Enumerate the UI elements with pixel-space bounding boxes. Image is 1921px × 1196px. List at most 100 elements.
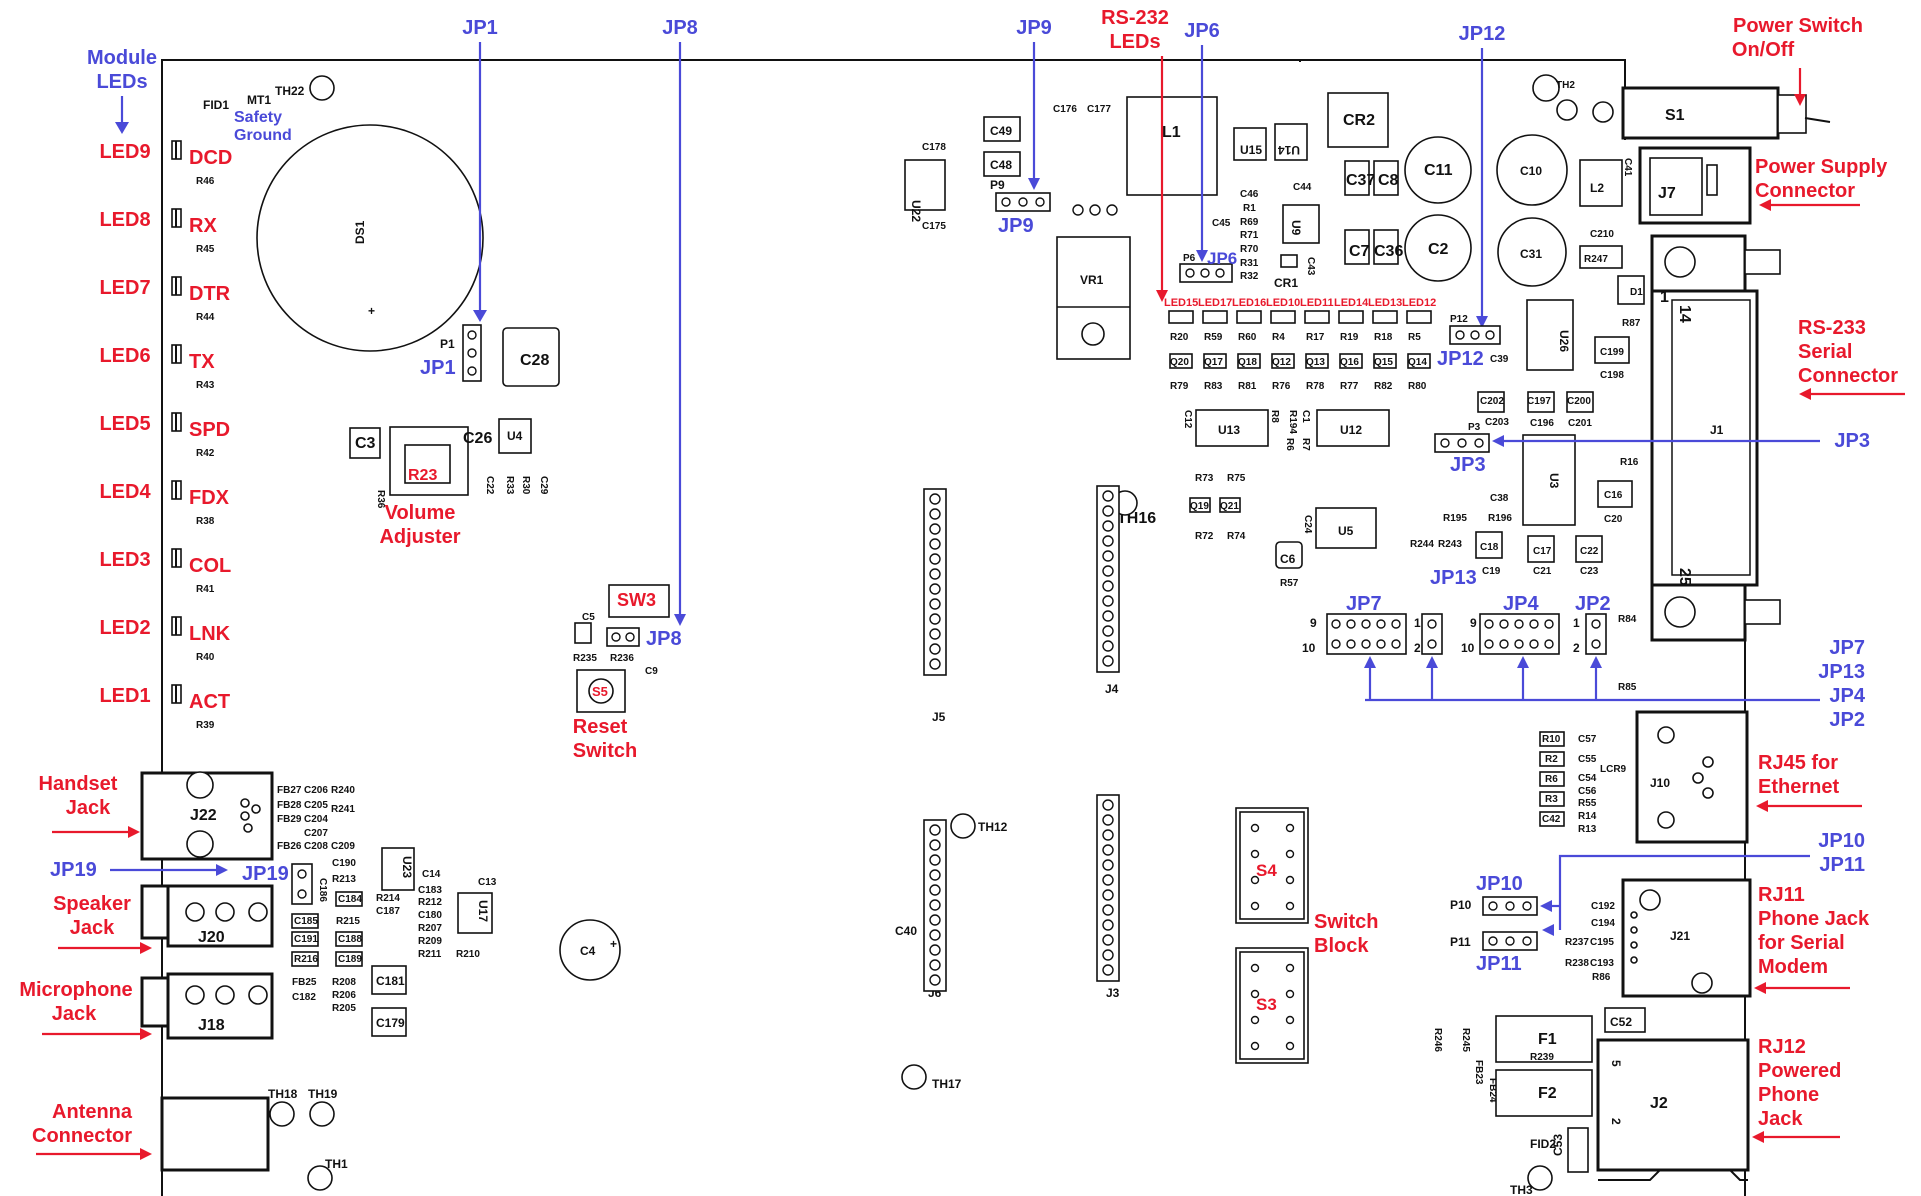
svg-text:On/Off: On/Off xyxy=(1732,39,1795,61)
svg-text:F1: F1 xyxy=(1538,1031,1557,1048)
svg-text:C24: C24 xyxy=(1302,515,1313,534)
svg-text:1: 1 xyxy=(1414,616,1421,630)
upper-center-ics: U15 U14 CR2 C46 R1 R69 R71 R70 R31 R32 C… xyxy=(1212,92,1389,290)
led-function: COL xyxy=(189,555,231,577)
svg-text:Handset: Handset xyxy=(39,773,118,795)
svg-text:R208: R208 xyxy=(332,977,356,988)
svg-text:C177: C177 xyxy=(1087,104,1111,115)
svg-text:RS-232: RS-232 xyxy=(1101,7,1169,29)
svg-text:J1: J1 xyxy=(1710,423,1724,437)
c4-capacitor: C4 + xyxy=(559,919,621,981)
svg-text:C22: C22 xyxy=(1580,546,1599,557)
svg-text:U22: U22 xyxy=(909,200,923,222)
handset-jack: Handset Jack J22 FB27 FB28 FB29 FB26 C20… xyxy=(39,771,355,861)
svg-text:R2: R2 xyxy=(1545,754,1558,765)
led-name: LED1 xyxy=(99,685,150,707)
led-name: LED8 xyxy=(99,209,150,231)
ds1-buzzer: DS1 + xyxy=(256,124,484,352)
svg-text:C36: C36 xyxy=(1374,243,1403,260)
rs232-q-resistor: R76 xyxy=(1272,381,1291,392)
svg-text:C5: C5 xyxy=(582,612,595,623)
svg-text:C54: C54 xyxy=(1578,773,1597,784)
svg-text:LEDs: LEDs xyxy=(96,71,147,93)
svg-text:R215: R215 xyxy=(336,916,360,927)
header-j6 xyxy=(923,819,947,992)
led-resistor: R43 xyxy=(196,380,215,391)
svg-text:JP12: JP12 xyxy=(1459,23,1506,45)
svg-text:CR1: CR1 xyxy=(1274,276,1298,290)
rs233-serial-connector: D1 R87 1 14 25 13 J1 RS-233 Serial Conne… xyxy=(1617,234,1905,642)
svg-text:R16: R16 xyxy=(1620,457,1639,468)
svg-text:C53: C53 xyxy=(1551,1134,1565,1156)
led-function: SPD xyxy=(189,419,230,441)
svg-text:C201: C201 xyxy=(1568,418,1592,429)
svg-text:C6: C6 xyxy=(1280,552,1296,566)
svg-text:10: 10 xyxy=(1302,641,1316,655)
svg-text:C56: C56 xyxy=(1578,786,1597,797)
svg-text:RJ45 for: RJ45 for xyxy=(1758,752,1838,774)
svg-text:L1: L1 xyxy=(1162,124,1181,141)
svg-text:Modem: Modem xyxy=(1758,956,1828,978)
svg-text:J2: J2 xyxy=(1650,1095,1668,1112)
switch-block: S4 S3 Switch Block xyxy=(1235,807,1378,1064)
svg-text:R6: R6 xyxy=(1545,774,1558,785)
svg-text:J21: J21 xyxy=(1670,929,1690,943)
rs232-resistor: R59 xyxy=(1204,332,1223,343)
header-j5 xyxy=(923,488,947,676)
svg-text:C182: C182 xyxy=(292,992,316,1003)
pin-headers: TH16 J5 J4 TH12 C40 J6 J3 TH17 xyxy=(895,485,1156,1091)
svg-text:C204: C204 xyxy=(304,814,328,825)
svg-text:C199: C199 xyxy=(1600,347,1624,358)
svg-text:Phone: Phone xyxy=(1758,1084,1819,1106)
svg-text:C2: C2 xyxy=(1428,241,1449,258)
svg-text:+: + xyxy=(368,304,375,318)
svg-text:JP7: JP7 xyxy=(1829,637,1865,659)
svg-text:14: 14 xyxy=(1676,305,1693,323)
svg-text:C188: C188 xyxy=(338,934,362,945)
svg-text:R196: R196 xyxy=(1488,513,1512,524)
svg-text:R1: R1 xyxy=(1243,203,1256,214)
svg-text:JP13: JP13 xyxy=(1430,567,1477,589)
svg-text:FB28: FB28 xyxy=(277,800,302,811)
svg-text:R8: R8 xyxy=(1269,410,1280,423)
led-name: LED3 xyxy=(99,549,150,571)
svg-text:C14: C14 xyxy=(422,869,441,880)
svg-text:Ground: Ground xyxy=(234,127,292,144)
svg-text:F2: F2 xyxy=(1538,1085,1557,1102)
svg-text:C196: C196 xyxy=(1530,418,1554,429)
svg-text:R72: R72 xyxy=(1195,531,1214,542)
svg-text:JP3: JP3 xyxy=(1834,430,1870,452)
svg-text:Powered: Powered xyxy=(1758,1060,1841,1082)
svg-text:C185: C185 xyxy=(294,916,318,927)
svg-text:C184: C184 xyxy=(338,894,362,905)
svg-text:S1: S1 xyxy=(1665,107,1685,124)
svg-text:Microphone: Microphone xyxy=(19,979,132,1001)
svg-text:R32: R32 xyxy=(1240,271,1259,282)
svg-text:R84: R84 xyxy=(1618,614,1637,625)
led-resistor: R38 xyxy=(196,516,215,527)
svg-text:FB26: FB26 xyxy=(277,841,302,852)
svg-text:P9: P9 xyxy=(990,178,1005,192)
svg-text:C1: C1 xyxy=(1300,410,1311,423)
svg-text:R30: R30 xyxy=(520,476,531,495)
svg-text:C46: C46 xyxy=(1240,189,1259,200)
svg-text:R238: R238 xyxy=(1565,958,1589,969)
jp12-area: JP12 P12 JP12 C39 U26 C199 C198 xyxy=(1437,23,1630,381)
svg-text:S3: S3 xyxy=(1256,995,1277,1014)
rs232-led-rows: LED15R20Q20R79LED17R59Q17R83LED16R60Q18R… xyxy=(1164,297,1436,392)
svg-text:C23: C23 xyxy=(1580,566,1599,577)
svg-text:R33: R33 xyxy=(504,476,515,495)
svg-text:JP19: JP19 xyxy=(242,863,289,885)
svg-text:1: 1 xyxy=(1660,289,1669,306)
led-name: LED6 xyxy=(99,345,150,367)
svg-text:JP19: JP19 xyxy=(50,859,97,881)
rs232-led-label: LED16 xyxy=(1232,297,1266,309)
microphone-jack: Microphone Jack J18 FB25 C182 R208 R206 … xyxy=(19,965,407,1040)
svg-text:J22: J22 xyxy=(190,807,217,824)
rj45-ethernet: R10 C57 R2 C55 R6 C54 LCR9 C56 R3 R55 C4… xyxy=(1539,710,1862,844)
